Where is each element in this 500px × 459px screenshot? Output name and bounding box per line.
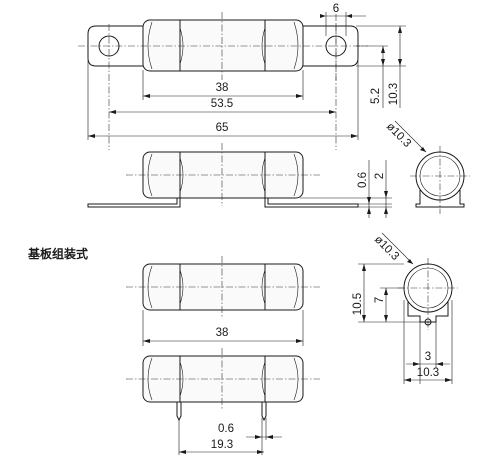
dim-10-5: 10.5 [352,293,364,315]
pcb-end-clip [407,302,449,323]
dim-2-side: 2 [374,173,386,179]
pcb-top-view: 38 [126,256,320,346]
dim-53-5: 53.5 [211,98,233,110]
dim-dia-pcb: ø10.3 [372,234,401,263]
end-view-bracket: ø10.3 [384,121,470,214]
dim-dia-top: ø10.3 [384,121,413,150]
pcb-side-view: 0.6 19.3 [126,348,320,455]
dim-38-pcb: 38 [216,327,229,339]
pcb-pin-left [176,402,182,422]
dim-10-3-pcb: 10.3 [417,367,439,379]
dim-19-3: 19.3 [211,439,233,451]
dim-5-2: 5.2 [370,88,382,104]
fuse-body [142,19,304,72]
dim-0-6-pcb: 0.6 [218,423,234,435]
pcb-pin-right [261,402,267,422]
end-view-pcb: ø10.3 10.5 7 3 10.3 [352,232,458,384]
top-view: 6 38 53.5 65 5.2 10.3 [78,3,406,150]
dim-3: 3 [425,351,431,363]
dim-0-6-side: 0.6 [357,172,369,188]
side-leg-right [264,198,359,208]
dim-65: 65 [216,122,229,134]
dim-hole-6: 6 [333,3,339,15]
side-leg-left [87,198,181,208]
dim-10-3-top: 10.3 [388,83,400,105]
pcb-pin-end [424,318,432,326]
end-view-clip [415,190,465,208]
section-label-pcb: 基板组装式 [27,246,88,261]
dim-7: 7 [374,297,386,303]
side-view: 0.6 2 [87,143,392,218]
mounting-bracket [87,25,359,67]
dim-38-top: 38 [216,82,229,94]
